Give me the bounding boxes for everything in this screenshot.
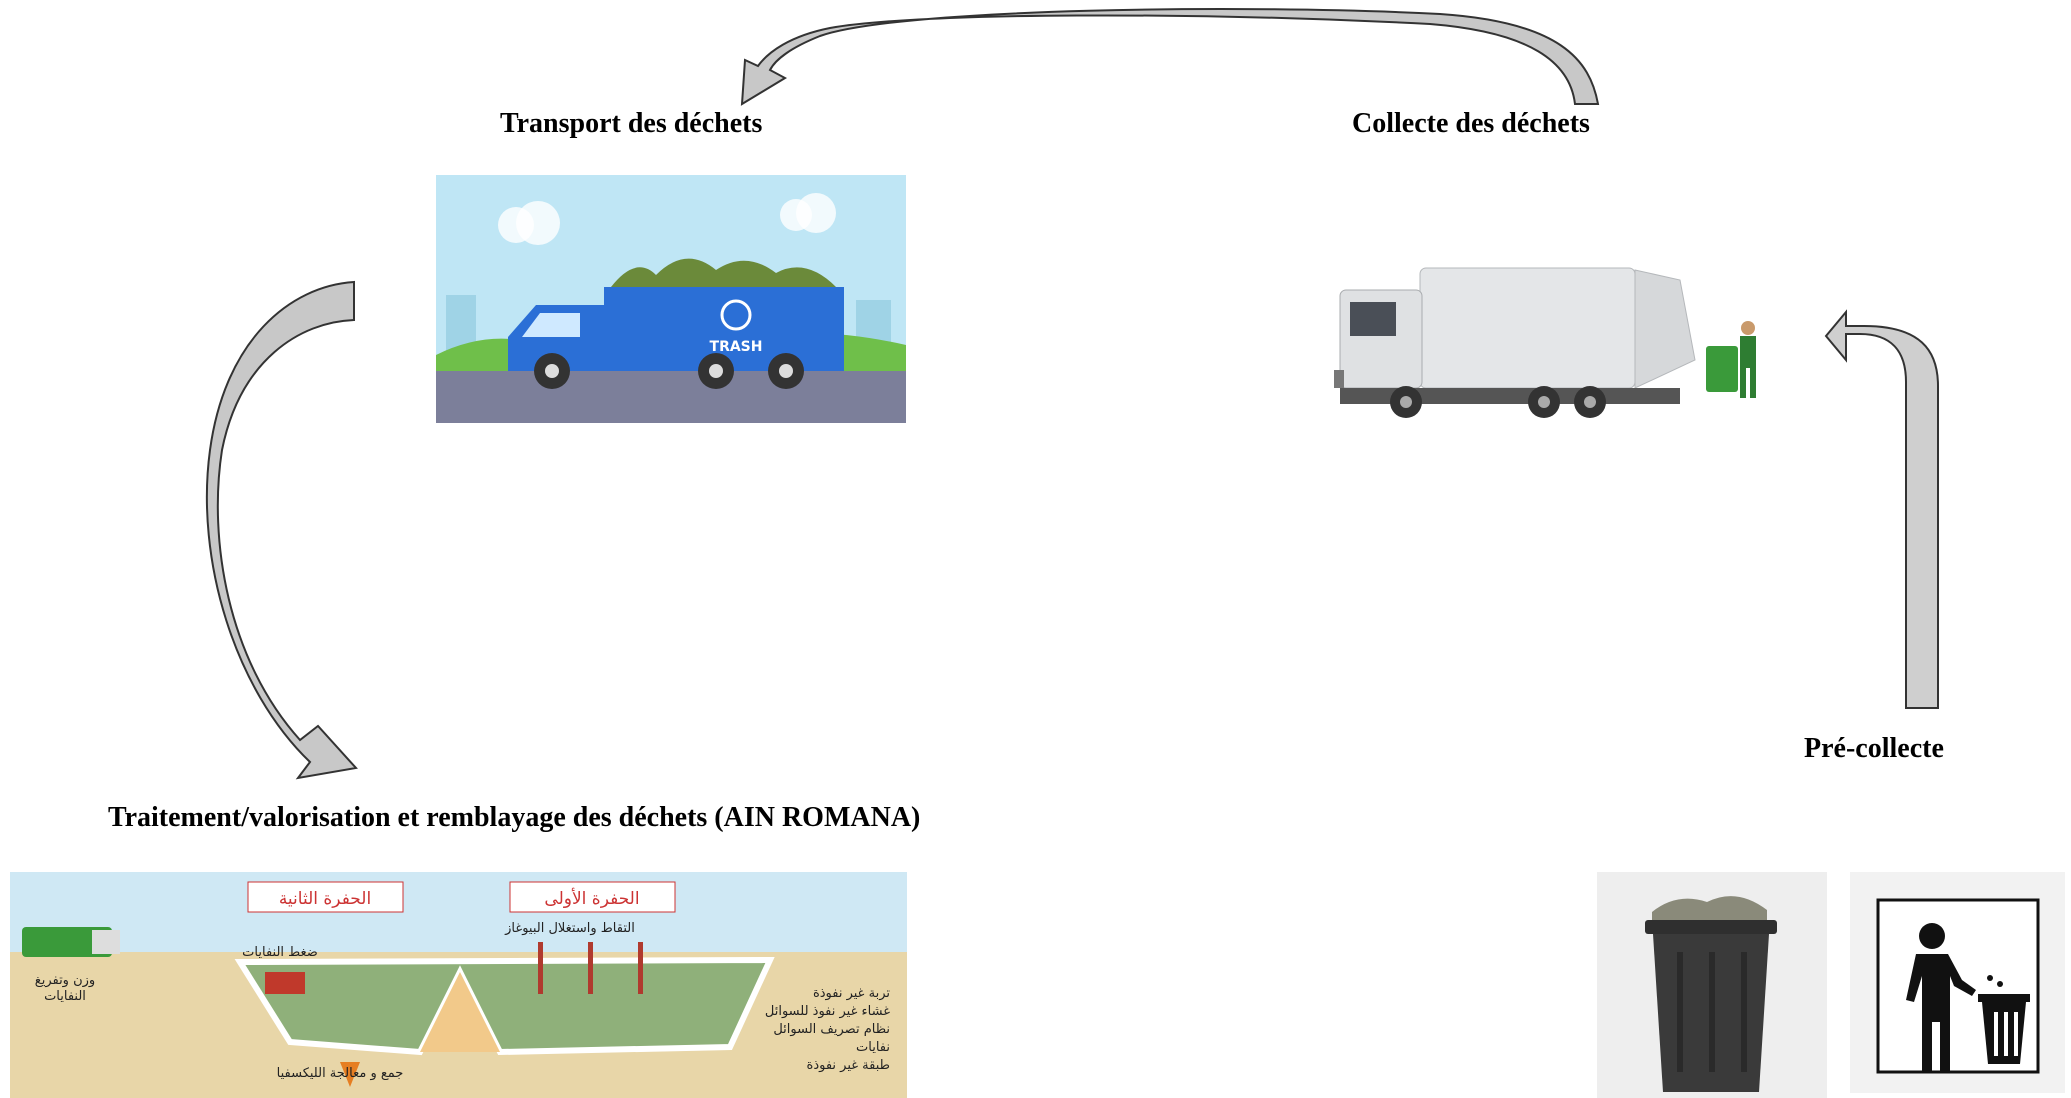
arrow-transport-to-traitement — [205, 280, 358, 780]
landfill-legend-1: تربة غير نفوذة — [813, 986, 890, 1001]
arrow-precollecte-to-collecte — [1824, 309, 1939, 709]
landfill-pit-2: الحفرة الثانية — [279, 889, 371, 909]
landfill-legend-5: طبقة غير نفوذة — [807, 1058, 890, 1073]
trash-bin-image — [1597, 872, 1827, 1098]
litter-sign-icon — [1850, 872, 2065, 1093]
step-label-traitement: Traitement/valorisation et remblayage de… — [108, 802, 921, 833]
collecte-truck-image — [1320, 250, 1790, 425]
landfill-pit-1: الحفرة الأولى — [544, 888, 639, 909]
landfill-legend-2: غشاء غير نفوذ للسوائل — [765, 1004, 890, 1019]
landfill-leachate: جمع و معالجة الليكسفيا — [277, 1066, 404, 1081]
landfill-legend-4: نفايات — [856, 1040, 890, 1055]
landfill-weigh: وزن وتفريغ — [35, 973, 95, 988]
landfill-biogas: التقاط واستغلال البيوغاز — [504, 921, 635, 936]
step-label-precollecte: Pré-collecte — [1804, 733, 1944, 764]
step-label-transport: Transport des déchets — [500, 108, 763, 139]
transport-truck-image: TRASH — [436, 175, 906, 423]
landfill-compaction: ضغط النفايات — [242, 945, 318, 960]
arrow-collecte-to-transport — [740, 8, 1600, 106]
truck-trash-text: TRASH — [710, 339, 763, 355]
landfill-weigh-2: النفايات — [44, 989, 86, 1004]
step-label-collecte: Collecte des déchets — [1352, 108, 1590, 139]
landfill-diagram-image: الحفرة الثانية الحفرة الأولى التقاط واست… — [10, 872, 907, 1098]
landfill-legend-3: نظام تصريف السوائل — [773, 1022, 890, 1037]
